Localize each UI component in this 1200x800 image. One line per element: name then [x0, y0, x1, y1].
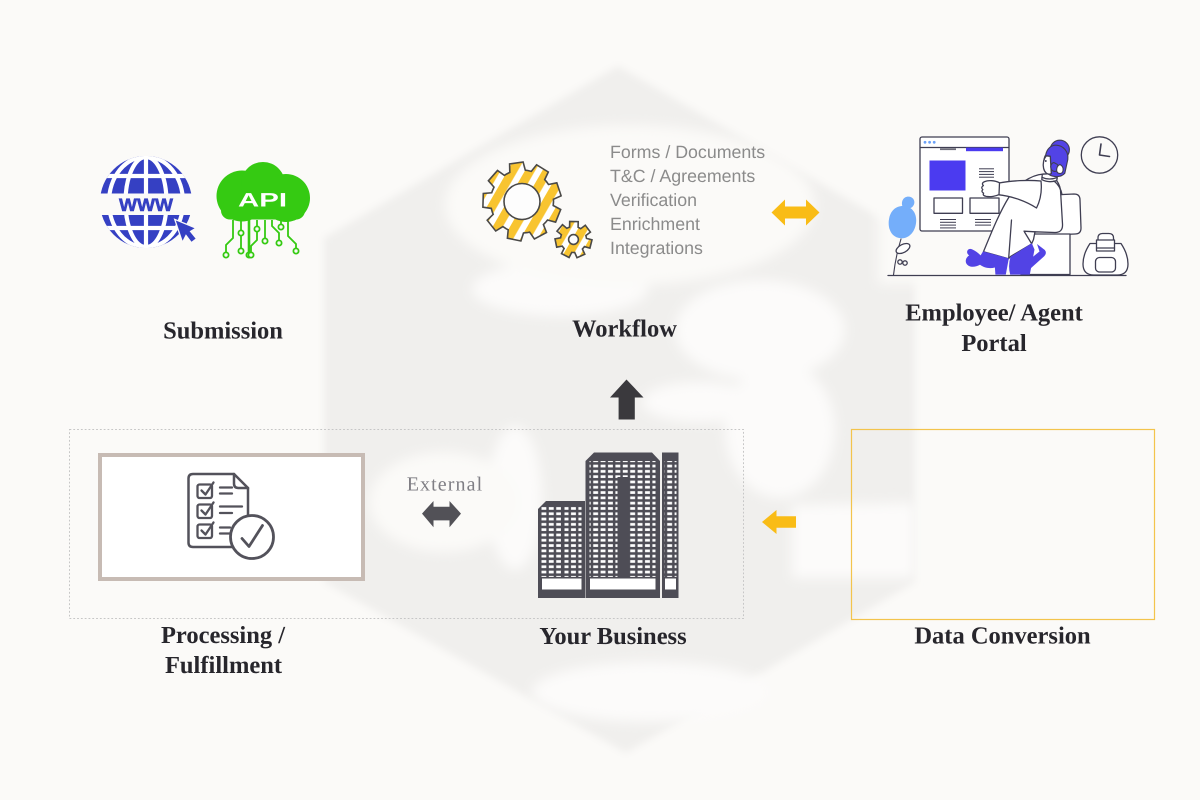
svg-text:Workflow: Workflow [572, 316, 677, 343]
svg-text:Employee/ Agent: Employee/ Agent [905, 300, 1083, 327]
svg-text:External: External [407, 474, 484, 496]
svg-text:Processing /: Processing / [161, 622, 286, 649]
svg-text:Data Conversion: Data Conversion [914, 623, 1091, 650]
svg-text:T&C / Agreements: T&C / Agreements [610, 166, 755, 186]
svg-text:Enrichment: Enrichment [610, 214, 700, 234]
svg-text:WWW: WWW [119, 195, 173, 215]
svg-text:Your Business: Your Business [539, 623, 686, 650]
svg-text:Integrations: Integrations [610, 238, 703, 258]
svg-text:Submission: Submission [163, 318, 283, 345]
svg-text:Forms / Documents: Forms / Documents [610, 142, 765, 162]
svg-text:Fulfillment: Fulfillment [165, 652, 283, 679]
svg-text:Portal: Portal [961, 330, 1026, 357]
svg-text:API: API [238, 190, 287, 212]
svg-text:Verification: Verification [610, 190, 697, 210]
